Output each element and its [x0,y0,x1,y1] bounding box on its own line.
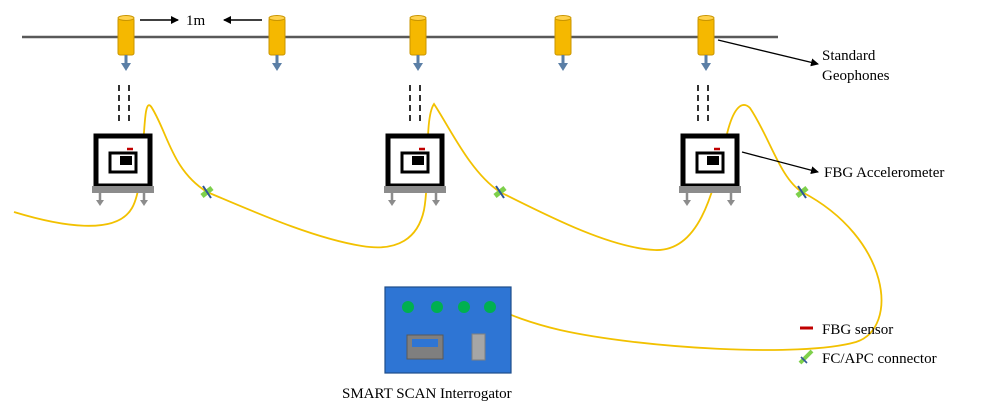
geophones-label-line1: Standard [822,48,876,64]
fbg-accelerometer-2 [384,133,446,206]
spacing-label: 1m [186,13,206,29]
interrogator-led-4 [484,301,496,313]
interrogator-display-screen [412,339,438,347]
spacing-annotation: 1m [140,13,262,29]
connectors-group [200,185,809,199]
fbg-accelerometer-3 [679,133,741,206]
fc-apc-connector-2 [493,185,507,199]
interrogator-led-1 [402,301,414,313]
fc-apc-connector-3 [795,185,809,199]
interrogator-led-2 [431,301,443,313]
geophones-label-line2: Geophones [822,68,890,84]
geophones-pointer [717,39,819,67]
fiber-segment-span-2 [499,104,803,251]
fbg-accelerometer-1 [92,133,154,206]
accelerometer-pointer [741,151,819,175]
interrogator-switch [471,333,486,361]
interrogator-label: SMART SCAN Interrogator [342,386,512,402]
interrogator-body [384,286,512,374]
legend-connector-icon [798,349,814,365]
legend-fbg-sensor-label: FBG sensor [822,322,893,338]
interrogator-device [384,286,512,374]
accelerometer-label: FBG Accelerometer [824,165,944,181]
geophone-5 [697,15,715,71]
interrogator-led-3 [458,301,470,313]
legend: FBG sensor FC/APC connector [798,322,937,367]
geophone-4 [554,15,572,71]
legend-connector-label: FC/APC connector [822,351,937,367]
accelerometers-group [92,133,741,206]
fiber-segment-span-1 [206,102,501,249]
fc-apc-connector-1 [200,185,214,199]
coupling-dashes [118,85,709,123]
geophones-group [117,15,715,71]
fiber-segment-to-interrogator [489,191,883,351]
geophone-2 [268,15,286,71]
geophone-3 [409,15,427,71]
geophone-1 [117,15,135,71]
